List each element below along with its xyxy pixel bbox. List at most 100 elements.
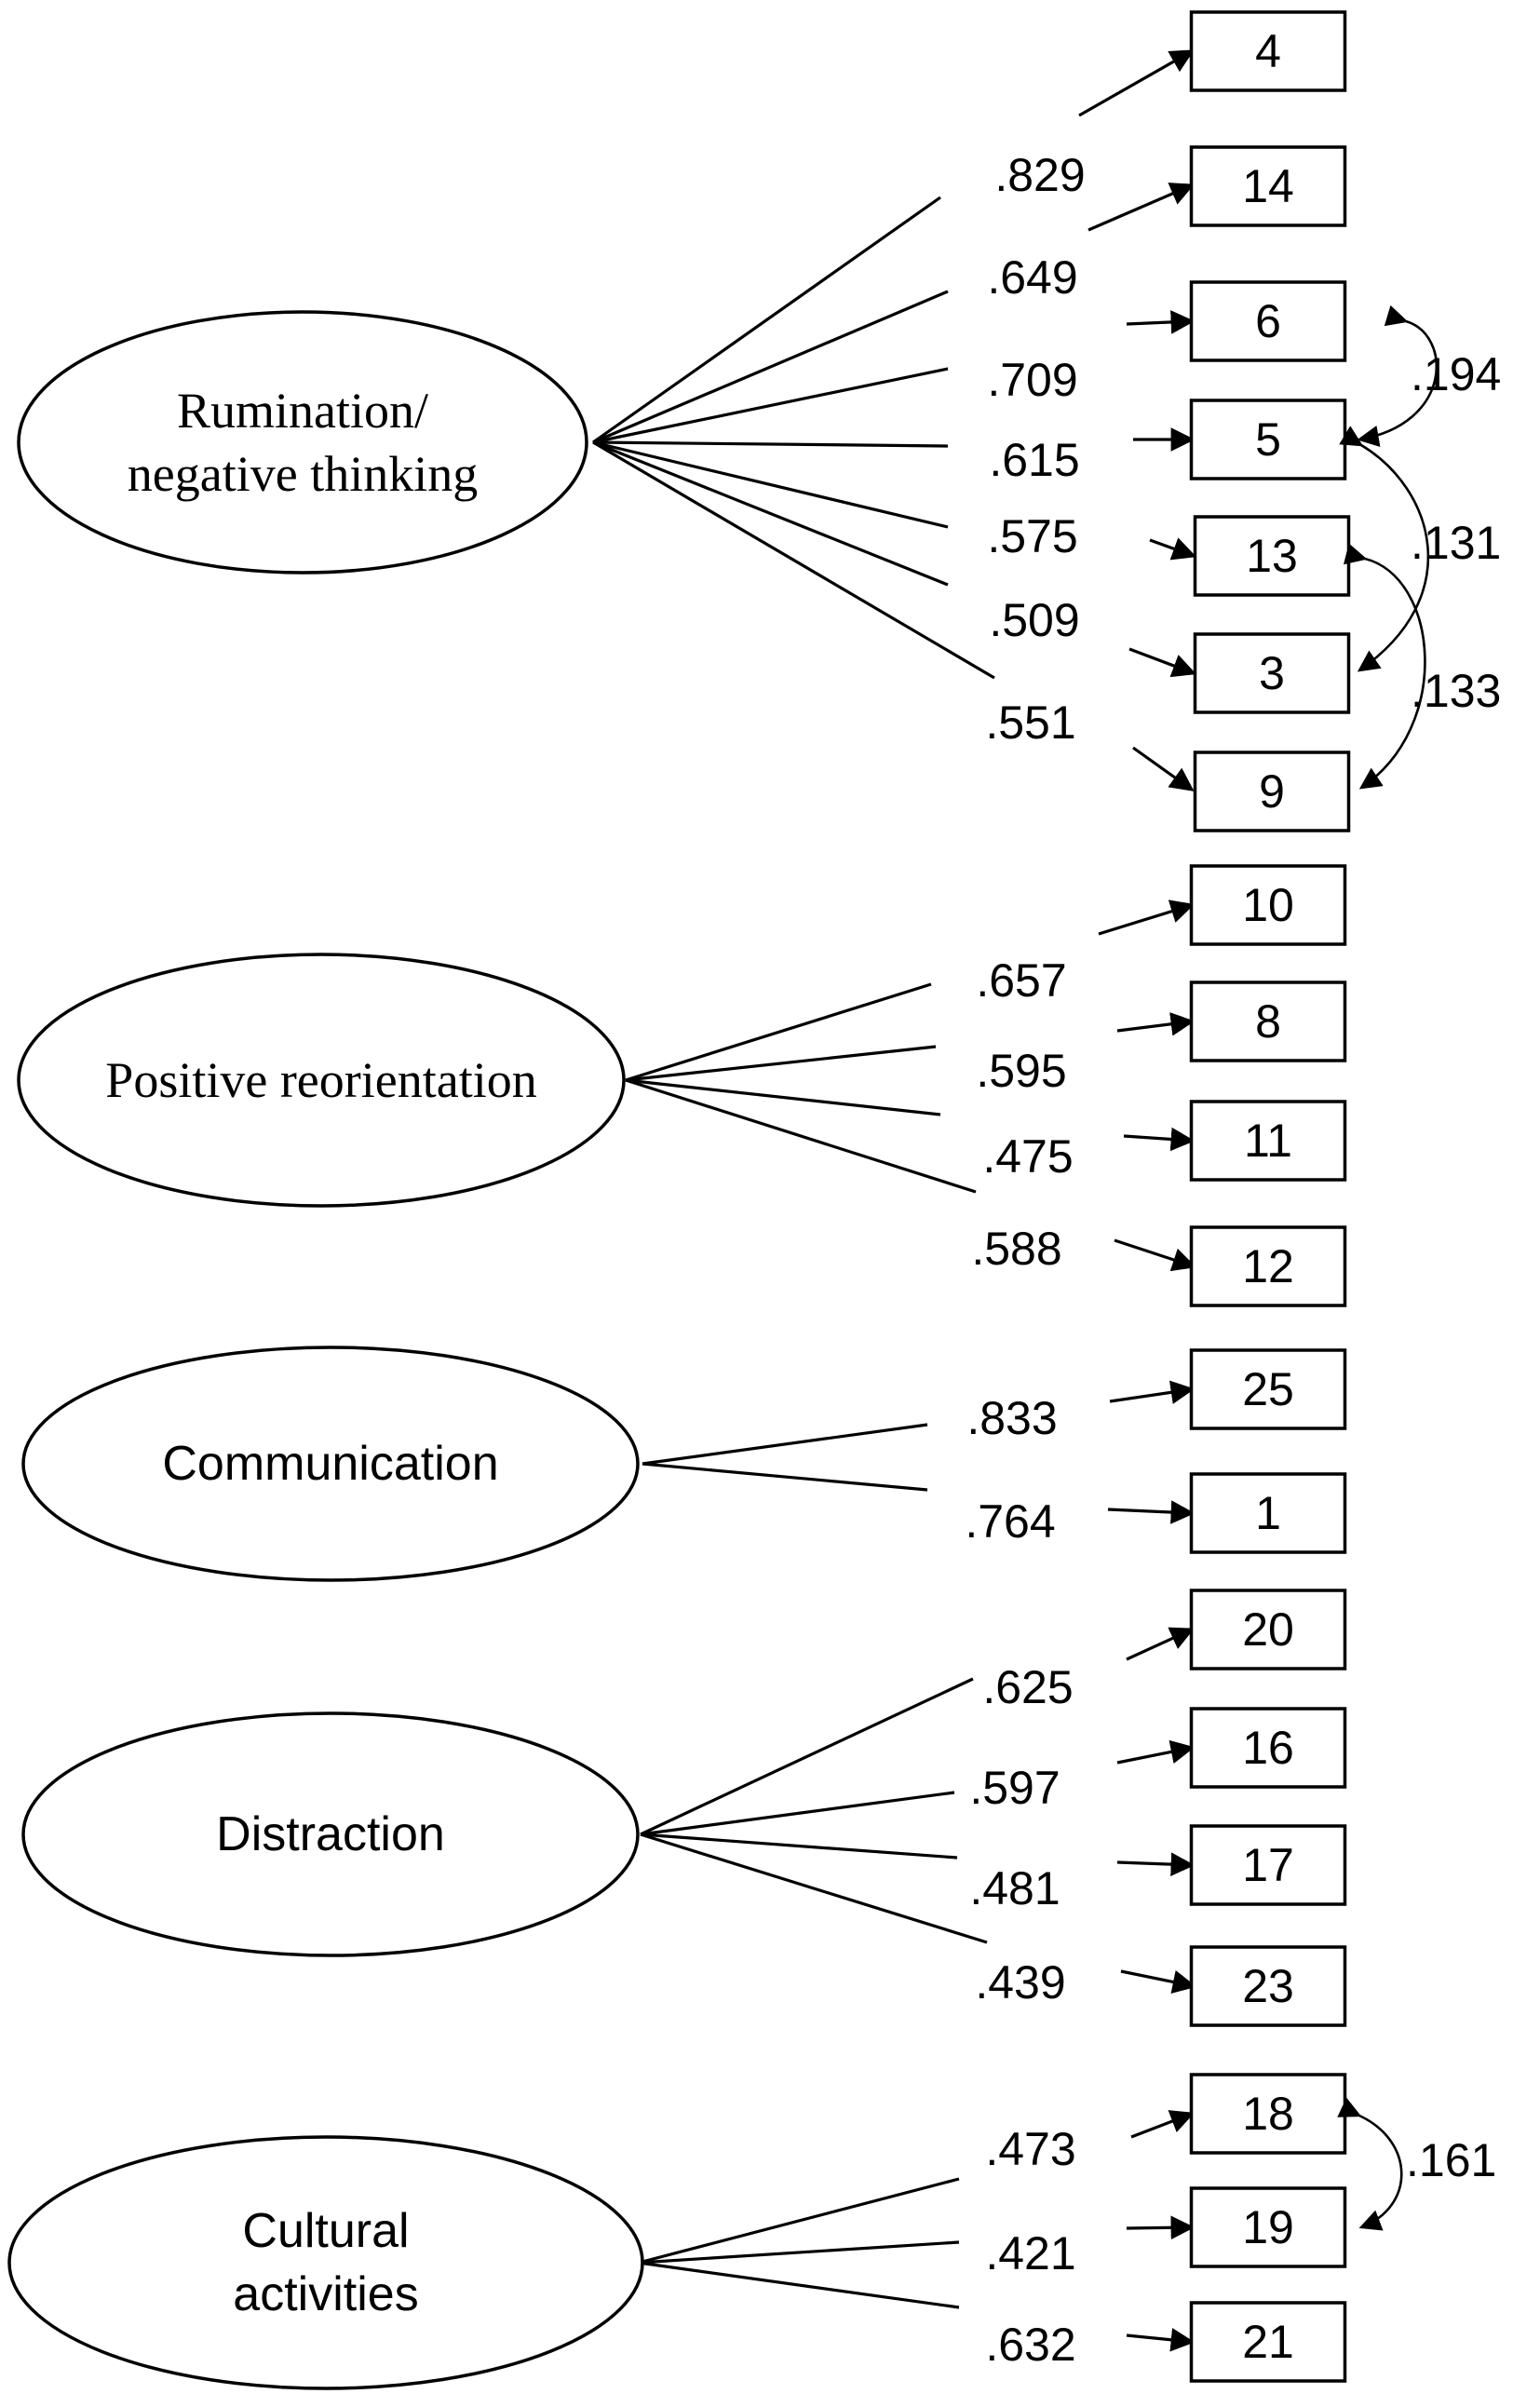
loading-value-23: .439 bbox=[975, 1956, 1065, 2009]
covariance-curve-18-19 bbox=[1337, 2097, 1403, 2231]
item-arrow-23 bbox=[1120, 1969, 1197, 1995]
item-arrow-1 bbox=[1107, 1500, 1196, 1524]
item-label-20: 20 bbox=[1242, 1603, 1294, 1656]
loading-value-16: .597 bbox=[969, 1762, 1060, 1814]
loading-path-6 bbox=[592, 367, 949, 444]
item-box-21 bbox=[1189, 2301, 1347, 2383]
item-arrow-17 bbox=[1116, 1852, 1196, 1876]
loading-value-9: .551 bbox=[985, 697, 1075, 749]
covariance-curve-6-5 bbox=[1357, 304, 1439, 448]
item-arrow-3 bbox=[1128, 647, 1196, 678]
loading-path-12 bbox=[625, 1078, 977, 1194]
factor-ellipse-communication bbox=[21, 1346, 640, 1582]
item-label-3: 3 bbox=[1259, 647, 1285, 699]
item-label-6: 6 bbox=[1255, 295, 1281, 347]
item-box-6 bbox=[1189, 280, 1347, 362]
factor-label-communication-line-0: Communication bbox=[162, 1437, 498, 1491]
item-arrow-4 bbox=[1078, 49, 1195, 117]
loading-path-8 bbox=[625, 1045, 937, 1082]
factor-label-cultural-activities-line-1: activities bbox=[233, 2267, 418, 2321]
loading-path-16 bbox=[640, 1791, 955, 1836]
item-label-23: 23 bbox=[1242, 1960, 1294, 2012]
loading-value-19: .421 bbox=[985, 2227, 1075, 2279]
loading-value-4: .829 bbox=[994, 149, 1085, 201]
loading-path-13 bbox=[592, 440, 949, 529]
item-box-20 bbox=[1189, 1589, 1347, 1670]
loading-value-12: .588 bbox=[971, 1223, 1061, 1275]
loading-path-21 bbox=[638, 2261, 960, 2309]
item-arrow-8 bbox=[1116, 1012, 1196, 1036]
loading-path-20 bbox=[640, 1677, 974, 1836]
item-arrow-19 bbox=[1126, 2215, 1196, 2240]
item-box-12 bbox=[1189, 1225, 1347, 1307]
loading-value-20: .625 bbox=[982, 1661, 1073, 1713]
item-box-11 bbox=[1189, 1100, 1347, 1182]
loading-value-18: .473 bbox=[985, 2123, 1075, 2175]
loading-path-1 bbox=[642, 1462, 928, 1492]
item-arrow-21 bbox=[1126, 2328, 1196, 2352]
loading-path-19 bbox=[638, 2240, 960, 2265]
item-label-21: 21 bbox=[1242, 2316, 1294, 2368]
item-box-23 bbox=[1189, 1945, 1347, 2027]
covariance-value-13-9: .133 bbox=[1411, 665, 1501, 717]
factor-ellipse-positive-reorientation bbox=[17, 953, 626, 1208]
factor-label-positive-reorientation-line-0: Positive reorientation bbox=[105, 1052, 536, 1108]
factor-ellipse-distraction bbox=[21, 1711, 640, 1957]
item-box-13 bbox=[1193, 515, 1351, 597]
loading-path-9 bbox=[592, 440, 995, 680]
covariance-value-18-19: .161 bbox=[1406, 2134, 1496, 2186]
loading-value-3: .509 bbox=[989, 594, 1079, 646]
item-label-10: 10 bbox=[1242, 879, 1294, 931]
item-arrow-10 bbox=[1098, 899, 1196, 936]
loading-path-11 bbox=[625, 1078, 941, 1116]
item-box-3 bbox=[1193, 632, 1351, 714]
loading-value-6: .709 bbox=[987, 354, 1077, 406]
loading-value-25: .833 bbox=[966, 1392, 1057, 1444]
item-arrow-25 bbox=[1109, 1380, 1196, 1404]
item-box-18 bbox=[1189, 2073, 1347, 2155]
item-arrow-20 bbox=[1126, 1627, 1195, 1661]
item-label-11: 11 bbox=[1244, 1115, 1292, 1167]
item-label-25: 25 bbox=[1242, 1363, 1294, 1415]
factor-label-distraction-line-0: Distraction bbox=[216, 1807, 445, 1861]
factor-ellipse-cultural-activities bbox=[7, 2135, 644, 2390]
factor-ellipse-rumination bbox=[17, 310, 588, 575]
covariance-value-5-3: .131 bbox=[1411, 517, 1501, 569]
item-box-25 bbox=[1189, 1348, 1347, 1430]
item-box-14 bbox=[1189, 145, 1347, 227]
item-box-4 bbox=[1189, 10, 1347, 92]
item-arrow-12 bbox=[1114, 1238, 1197, 1272]
loading-value-17: .481 bbox=[969, 1862, 1060, 1914]
item-label-17: 17 bbox=[1242, 1839, 1294, 1891]
loading-path-25 bbox=[642, 1423, 928, 1466]
loading-path-23 bbox=[640, 1833, 988, 1944]
factor-label-rumination-line-1: negative thinking bbox=[128, 446, 478, 502]
loading-path-17 bbox=[640, 1833, 958, 1860]
covariance-value-6-5: .194 bbox=[1411, 348, 1501, 400]
item-label-4: 4 bbox=[1255, 25, 1281, 77]
factor-label-cultural-activities-line-0: Cultural bbox=[242, 2204, 409, 2258]
item-arrow-16 bbox=[1116, 1739, 1196, 1765]
loading-value-21: .632 bbox=[985, 2319, 1075, 2371]
item-label-13: 13 bbox=[1246, 530, 1298, 582]
factor-label-rumination-line-0: Rumination/ bbox=[177, 383, 428, 439]
loading-value-8: .595 bbox=[976, 1045, 1066, 1097]
item-box-8 bbox=[1189, 981, 1347, 1062]
loading-path-18 bbox=[638, 2177, 960, 2265]
item-arrow-18 bbox=[1130, 2110, 1195, 2139]
item-label-18: 18 bbox=[1242, 2088, 1294, 2140]
covariance-curve-13-9 bbox=[1343, 543, 1426, 790]
item-box-16 bbox=[1189, 1707, 1347, 1789]
loading-path-10 bbox=[625, 982, 932, 1082]
loading-path-4 bbox=[592, 196, 941, 444]
item-arrow-9 bbox=[1132, 746, 1195, 791]
loading-value-5: .615 bbox=[989, 434, 1079, 486]
item-label-12: 12 bbox=[1242, 1240, 1294, 1292]
item-label-8: 8 bbox=[1255, 995, 1281, 1048]
loading-value-13: .575 bbox=[987, 510, 1077, 562]
item-arrow-6 bbox=[1126, 310, 1196, 334]
loading-value-1: .764 bbox=[965, 1495, 1055, 1548]
item-arrow-11 bbox=[1123, 1127, 1196, 1152]
loading-value-10: .657 bbox=[976, 954, 1066, 1007]
loading-path-3 bbox=[592, 440, 949, 587]
